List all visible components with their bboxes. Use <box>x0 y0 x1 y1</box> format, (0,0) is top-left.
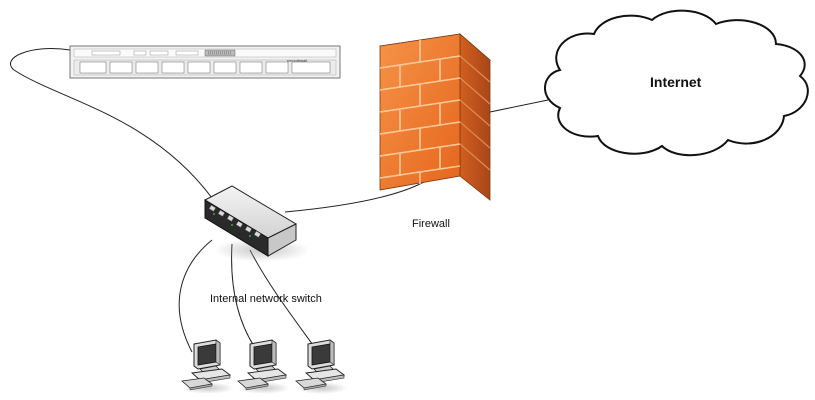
workstation-icon <box>237 339 291 395</box>
cable-switch-to-pc1 <box>178 239 213 353</box>
network-switch-icon <box>203 185 310 262</box>
rack-server-icon <box>69 45 341 79</box>
switch-label: Internal network switch <box>210 293 322 305</box>
cloud-icon <box>544 9 809 157</box>
firewall-label: Firewall <box>412 218 450 230</box>
cable-rack-to-switch <box>10 48 213 199</box>
internet-label: Internet <box>650 74 702 90</box>
cable-firewall-to-internet <box>489 99 549 113</box>
workstation-icon <box>295 339 349 395</box>
rack-brand-label: smoothwall <box>287 58 308 63</box>
firewall-icon <box>379 33 491 201</box>
